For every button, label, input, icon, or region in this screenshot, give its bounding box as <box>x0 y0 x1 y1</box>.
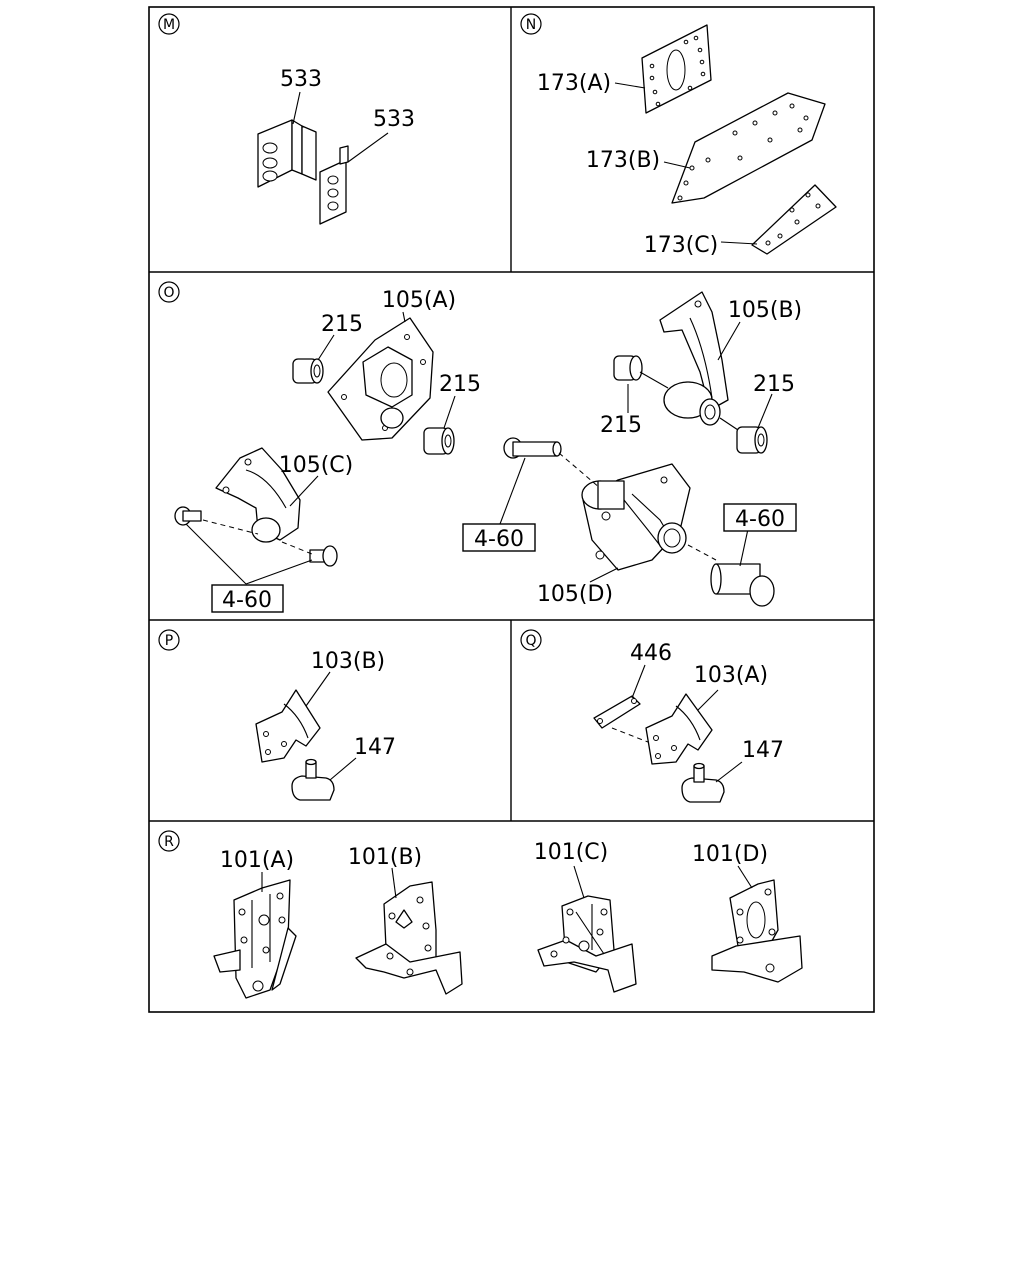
pin-4-60-c-right <box>309 545 338 567</box>
ref-4-60-d1[interactable]: 4-60 <box>474 527 524 552</box>
bracket-101-b <box>355 881 463 995</box>
ref-4-60-c[interactable]: 4-60 <box>222 588 272 613</box>
label-173-a: 173(A) <box>537 71 611 96</box>
bracket-101-a <box>213 879 297 999</box>
label-101-b: 101(B) <box>348 845 422 870</box>
bracket-105-b <box>659 291 729 426</box>
label-215-a1: 215 <box>321 312 363 337</box>
ref-4-60-d2[interactable]: 4-60 <box>735 507 785 532</box>
label-215-b1: 215 <box>600 413 642 438</box>
label-533-a: 533 <box>280 67 322 92</box>
bracket-103-b <box>255 689 321 763</box>
section-n: N 173 <box>520 13 837 258</box>
ref-box-4-60-c <box>211 584 284 613</box>
label-105-c: 105(C) <box>279 453 354 478</box>
label-147-q: 147 <box>742 738 784 763</box>
label-446: 446 <box>630 641 672 666</box>
section-letter-n-text: N <box>526 17 536 33</box>
ref-box-4-60-d1 <box>462 523 536 552</box>
bracket-103-a <box>645 693 713 765</box>
label-105-d: 105(D) <box>537 582 613 607</box>
section-letter-r: R <box>158 830 180 852</box>
label-101-a: 101(A) <box>220 848 294 873</box>
label-147-p: 147 <box>354 735 396 760</box>
section-o: O 105(A) 215 215 <box>158 281 802 613</box>
section-letter-q-text: Q <box>525 633 536 649</box>
section-letter-m: M <box>158 13 180 35</box>
bushing-215-b1 <box>613 355 643 381</box>
ref-box-4-60-d2 <box>723 503 797 532</box>
bracket-105-c <box>215 447 301 543</box>
bushing-215-a1 <box>292 358 324 384</box>
label-101-c: 101(C) <box>534 840 609 865</box>
label-101-d: 101(D) <box>692 842 768 867</box>
pin-4-60-d-bottom <box>710 563 775 607</box>
label-173-b: 173(B) <box>586 148 660 173</box>
label-105-b: 105(B) <box>728 298 802 323</box>
section-letter-r-text: R <box>164 834 174 850</box>
bracket-105-a <box>327 317 434 441</box>
bracket-101-d <box>711 879 803 983</box>
section-p: P 103(B) 147 <box>158 629 396 801</box>
section-r: R 101(A) 101(B) <box>158 830 803 999</box>
label-533-b: 533 <box>373 107 415 132</box>
bushing-215-a2 <box>423 427 455 455</box>
label-215-a2: 215 <box>439 372 481 397</box>
stopper-147-q <box>681 762 725 803</box>
plate-173-a <box>641 24 712 114</box>
bracket-533-large <box>257 119 317 188</box>
pin-4-60-c-left <box>174 506 202 526</box>
bracket-101-c <box>537 895 637 993</box>
section-letter-q: Q <box>520 629 542 651</box>
plate-173-c <box>751 184 837 255</box>
section-letter-o: O <box>158 281 180 303</box>
bracket-105-d <box>581 463 691 571</box>
label-105-a: 105(A) <box>382 288 456 313</box>
section-letter-p: P <box>158 629 180 651</box>
section-letter-o-text: O <box>163 285 174 301</box>
label-103-b: 103(B) <box>311 649 385 674</box>
label-103-a: 103(A) <box>694 663 768 688</box>
section-letter-p-text: P <box>165 633 173 649</box>
pin-4-60-d-top <box>503 437 562 459</box>
section-q: Q 446 103(A) 147 <box>520 629 784 803</box>
label-173-c: 173(C) <box>644 233 719 258</box>
plate-173-b <box>671 92 826 204</box>
plate-446 <box>593 695 641 729</box>
section-letter-n: N <box>520 13 542 35</box>
stopper-147-p <box>291 758 335 801</box>
section-letter-m-text: M <box>163 17 175 33</box>
section-m: M 533 533 <box>158 13 415 225</box>
bracket-533-small <box>319 145 349 225</box>
bushing-215-b2 <box>736 426 768 454</box>
label-215-b2: 215 <box>753 372 795 397</box>
